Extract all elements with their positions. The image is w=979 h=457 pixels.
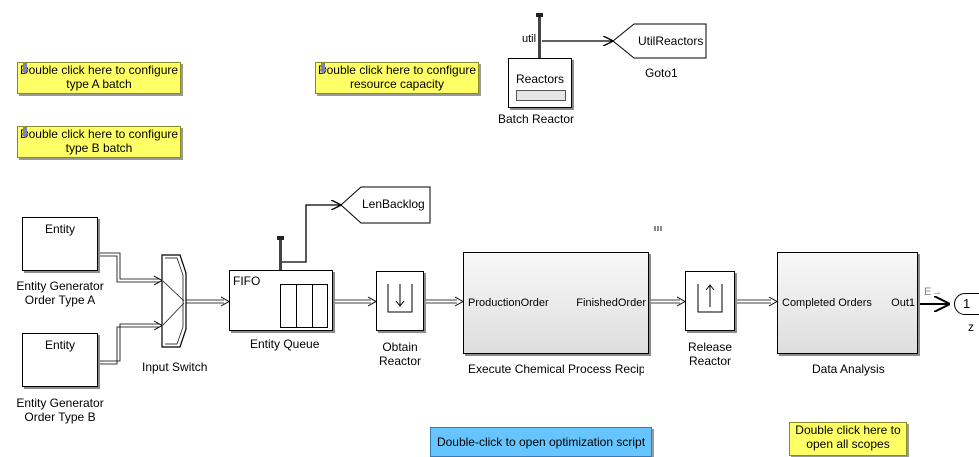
optimization-script-button[interactable]: Double-click to open optimization script (430, 427, 652, 457)
input-switch-label: Input Switch (142, 360, 208, 374)
reactor-gauge-cap (536, 13, 543, 17)
up-arrow-icon (697, 284, 723, 313)
outport-label: z (968, 320, 974, 334)
obtain-reactor-label: Obtain Reactor (378, 340, 422, 368)
execute-recipe-subsystem[interactable]: ProductionOrder FinishedOrder (463, 252, 649, 354)
signal-type-label: E→ (924, 286, 943, 298)
config-type-a-note[interactable]: Double click here to configure type A ba… (17, 62, 181, 94)
queue-gauge-port (279, 236, 282, 270)
down-arrow-icon (21, 127, 29, 138)
config-resource-note[interactable]: Double click here to configure resource … (315, 62, 479, 94)
obtain-reactor-block[interactable] (376, 271, 424, 331)
release-reactor-label: Release Reactor (687, 340, 733, 368)
entity-queue-block[interactable]: FIFO (229, 270, 333, 331)
data-analysis-label: Data Analysis (812, 362, 885, 376)
config-type-b-note[interactable]: Double click here to configure type B ba… (17, 126, 181, 158)
batch-reactor-label: Batch Reactor (498, 112, 575, 126)
util-port-label: util (522, 33, 537, 45)
execute-recipe-label: Execute Chemical Process Recipe (468, 362, 644, 376)
signal-line-backlog (282, 205, 340, 263)
grip-icon (654, 226, 663, 231)
entity-generator-a-label: Entity Generator Order Type A (16, 279, 104, 307)
entity-generator-a-block[interactable]: Entity (22, 217, 98, 271)
goto1-label: Goto1 (645, 66, 678, 80)
goto1-tag: UtilReactors (638, 34, 704, 48)
outport-block[interactable]: 1 (954, 293, 979, 315)
entity-generator-b-label: Entity Generator Order Type B (16, 396, 104, 424)
release-reactor-block[interactable] (685, 271, 735, 331)
queue-slots (280, 284, 328, 328)
entity-generator-b-block[interactable]: Entity (22, 333, 98, 387)
reactor-gauge-port (538, 13, 541, 61)
down-arrow-icon (319, 63, 327, 74)
down-arrow-icon (387, 284, 413, 313)
data-analysis-subsystem[interactable]: Completed Orders Out1 (777, 252, 918, 354)
batch-reactor-block[interactable]: Reactors (508, 58, 572, 108)
entity-queue-label: Entity Queue (250, 337, 320, 351)
down-arrow-icon (21, 63, 29, 74)
lenbacklog-tag: LenBacklog (362, 197, 425, 211)
open-scopes-note[interactable]: Double click here to open all scopes (789, 422, 907, 456)
reactor-level-bar (516, 90, 566, 101)
queue-gauge-cap (277, 236, 284, 240)
